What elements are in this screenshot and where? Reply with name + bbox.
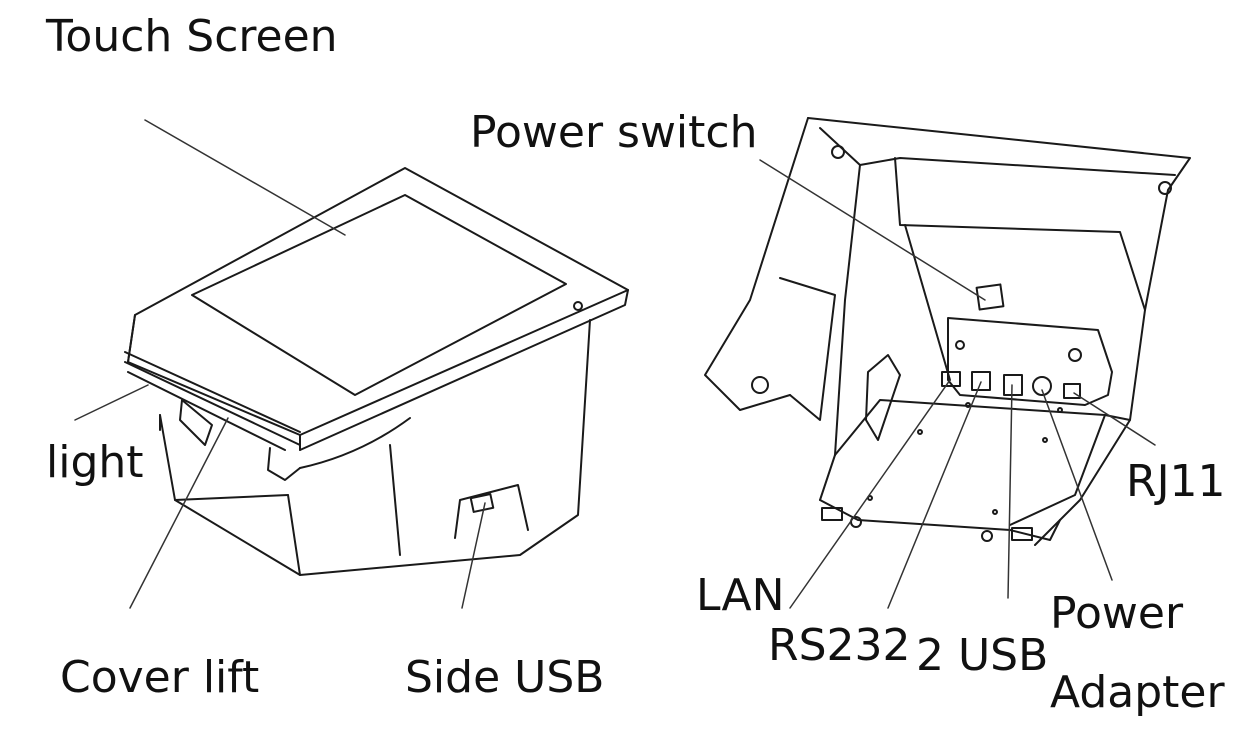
side-usb-slot [469, 493, 495, 513]
label-cover-lift: Cover lift [60, 652, 260, 703]
label-power-adapter-line2: Adapter [1050, 667, 1225, 718]
leader-side-usb [461, 502, 486, 609]
cover-lift-notch [179, 399, 213, 446]
label-lan: LAN [696, 570, 785, 621]
rear-base [834, 399, 1106, 526]
label-touch-screen: Touch Screen [46, 11, 338, 62]
label-2-usb: 2 USB [916, 630, 1049, 681]
label-side-usb: Side USB [405, 652, 605, 703]
leader-touch-screen [144, 119, 346, 236]
label-power-adapter-line1: Power [1050, 588, 1184, 639]
label-rj11: RJ11 [1126, 456, 1226, 507]
terminal-body [159, 319, 591, 576]
leader-2usb [1007, 384, 1013, 599]
side-bracket [865, 354, 901, 441]
rs232-port [971, 371, 991, 391]
leader-rj11 [1073, 392, 1156, 446]
light-strip [124, 351, 301, 433]
leader-lan [789, 379, 951, 609]
side-usb-port [454, 484, 529, 539]
leader-power-adapter [1041, 389, 1113, 581]
front-indicator-dot [573, 301, 583, 311]
rear-back-panel [807, 117, 1191, 421]
speaker-grille [751, 376, 769, 394]
front-view-terminal [124, 167, 629, 576]
leader-light [74, 384, 149, 421]
leader-power-switch [759, 159, 986, 301]
port-panel [947, 317, 1113, 406]
power-adapter-port [1032, 376, 1052, 396]
label-light: light [46, 437, 144, 488]
rear-view-terminal [704, 117, 1191, 546]
leader-rs232 [887, 381, 982, 609]
rj11-port [1063, 383, 1081, 399]
label-power-switch: Power switch [470, 107, 758, 158]
lan-port [941, 371, 961, 387]
leader-lines [74, 119, 1156, 609]
power-switch [975, 283, 1005, 311]
usb-ports [1003, 374, 1023, 396]
label-rs232: RS232 [768, 620, 911, 671]
leader-cover-lift [129, 417, 229, 609]
